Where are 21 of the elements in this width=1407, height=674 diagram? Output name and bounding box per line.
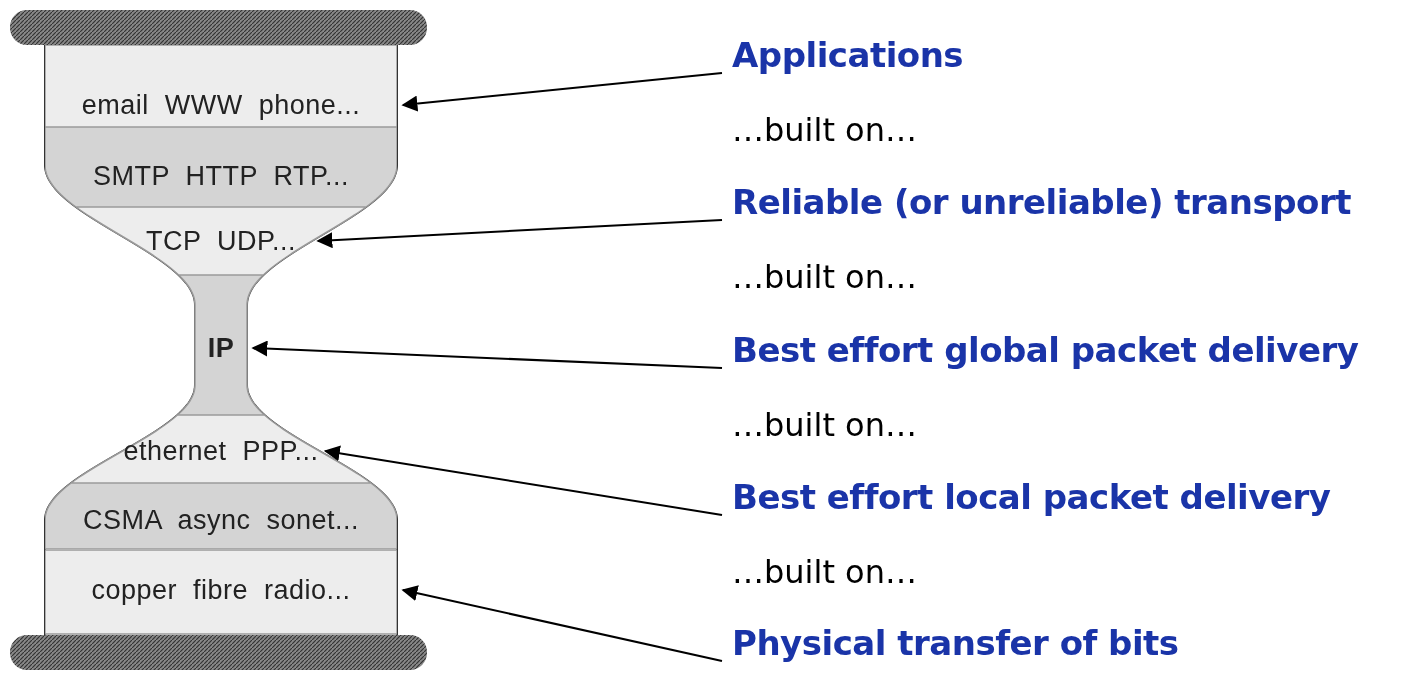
protocol-label: copper fibre radio... [90,574,352,606]
protocol-label: ethernet PPP... [122,435,320,467]
layer-heading: Applications [732,33,964,77]
protocol-label: SMTP HTTP RTP... [91,160,351,192]
layer-heading: Reliable (or unreliable) transport [732,180,1351,224]
note-text: …built on… [732,257,917,298]
protocol-label: CSMA async sonet... [81,504,361,536]
note-text: …built on… [732,405,917,446]
protocol-label: TCP UDP... [144,225,297,257]
arrow [316,219,723,249]
protocol-label: IP [206,332,236,364]
note-text: …built on… [732,552,917,593]
protocol-label: email WWW phone... [80,89,362,121]
arrow [251,340,723,369]
note-text: …built on… [732,110,917,151]
arrow [401,585,723,662]
arrow [401,72,723,112]
layer-heading: Best effort global packet delivery [732,328,1359,372]
layer-heading: Physical transfer of bits [732,621,1179,665]
layer-heading: Best effort local packet delivery [732,475,1331,519]
arrow [323,445,723,516]
